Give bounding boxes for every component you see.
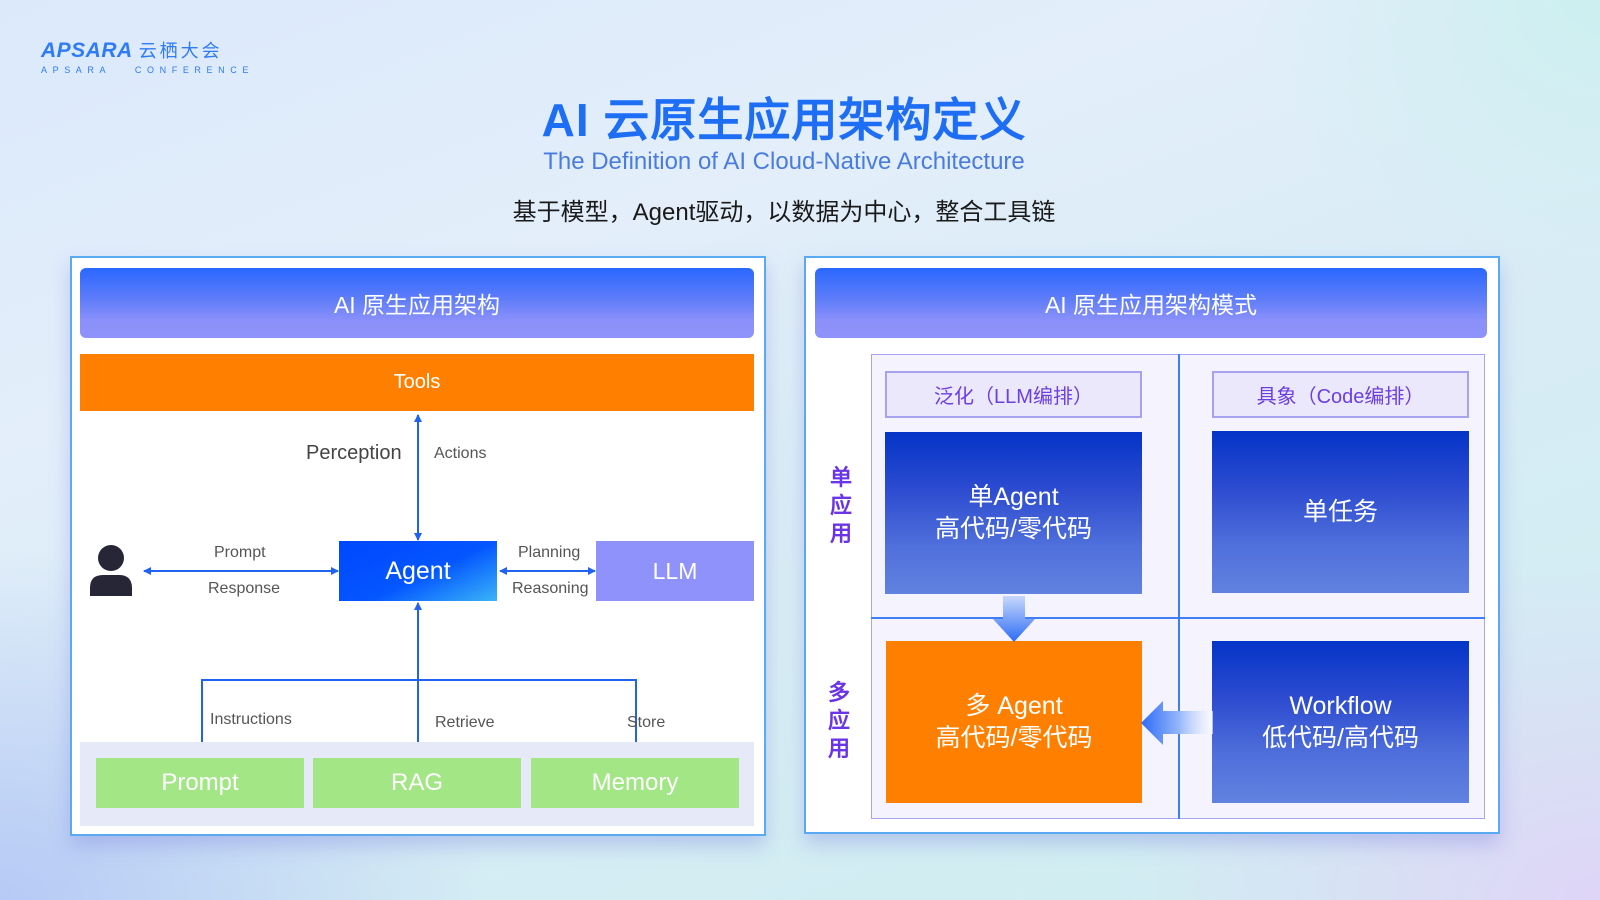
prompt-label: Prompt bbox=[214, 544, 266, 561]
logo-brand-en: APSARA bbox=[41, 39, 133, 62]
instructions-label: Instructions bbox=[210, 711, 292, 728]
row-label-char: 应 bbox=[829, 493, 852, 518]
architecture-panel-header: AI 原生应用架构 bbox=[80, 268, 754, 338]
retrieve-label: Retrieve bbox=[435, 714, 495, 731]
rag-component: RAG bbox=[313, 758, 521, 808]
llm-box: LLM bbox=[596, 541, 754, 601]
grid-horizontal-divider bbox=[871, 617, 1485, 619]
row-label-char: 单 bbox=[829, 465, 852, 490]
prompt-component: Prompt bbox=[96, 758, 304, 808]
row-label-char: 应 bbox=[827, 708, 850, 733]
row-label-char: 用 bbox=[829, 521, 852, 546]
cell-line-1: 单Agent bbox=[968, 483, 1059, 511]
architecture-panel: AI 原生应用架构 Tools Perception Actions Promp… bbox=[70, 256, 766, 836]
patterns-panel: AI 原生应用架构模式 泛化（LLM编排） 具象（Code编排） 单 应 用 多… bbox=[804, 256, 1500, 834]
cell-line-1: 单任务 bbox=[1302, 498, 1378, 526]
agent-box: Agent bbox=[339, 541, 497, 601]
row-label-single-app: 单 应 用 bbox=[826, 464, 856, 548]
response-label: Response bbox=[208, 580, 281, 597]
cell-line-2: 高代码/零代码 bbox=[935, 724, 1093, 752]
row-label-multi-app: 多 应 用 bbox=[824, 679, 854, 763]
memory-component: Memory bbox=[531, 758, 739, 808]
data-bus-line bbox=[201, 679, 637, 756]
perception-label: Perception bbox=[306, 442, 402, 464]
cell-single-task: 单任务 bbox=[1212, 431, 1469, 593]
cell-line-1: Workflow bbox=[1289, 692, 1392, 720]
evolve-down-arrow-icon bbox=[993, 596, 1035, 642]
logo-brand-cn: 云栖大会 bbox=[138, 41, 223, 61]
cell-line-2: 低代码/高代码 bbox=[1262, 724, 1419, 752]
page-subtitle-en: The Definition of AI Cloud-Native Archit… bbox=[543, 148, 1025, 175]
user-icon bbox=[90, 545, 132, 596]
store-label: Store bbox=[627, 714, 666, 731]
cell-multi-agent: 多 Agent 高代码/零代码 bbox=[886, 641, 1142, 803]
reasoning-label: Reasoning bbox=[512, 580, 589, 597]
planning-label: Planning bbox=[518, 544, 581, 561]
evolve-left-arrow-icon bbox=[1141, 701, 1213, 745]
grid-vertical-divider bbox=[1178, 354, 1180, 819]
row-label-char: 用 bbox=[827, 736, 850, 761]
page-subtitle-cn: 基于模型，Agent驱动，以数据为中心，整合工具链 bbox=[512, 199, 1056, 226]
tools-box: Tools bbox=[80, 354, 754, 411]
apsara-logo: APSARA 云栖大会 APSARA CONFERENCE bbox=[41, 37, 254, 75]
column-header-generic: 泛化（LLM编排） bbox=[885, 371, 1142, 418]
column-header-specific: 具象（Code编排） bbox=[1212, 371, 1469, 418]
cell-line-2: 高代码/零代码 bbox=[935, 515, 1092, 543]
actions-label: Actions bbox=[434, 445, 487, 462]
logo-tagline: APSARA CONFERENCE bbox=[41, 65, 254, 75]
cell-single-agent: 单Agent 高代码/零代码 bbox=[885, 432, 1142, 594]
page-title: AI 云原生应用架构定义 bbox=[541, 94, 1027, 146]
row-label-char: 多 bbox=[827, 680, 850, 705]
cell-workflow: Workflow 低代码/高代码 bbox=[1212, 641, 1469, 803]
patterns-panel-header: AI 原生应用架构模式 bbox=[815, 268, 1487, 338]
cell-line-1: 多 Agent bbox=[965, 692, 1063, 720]
